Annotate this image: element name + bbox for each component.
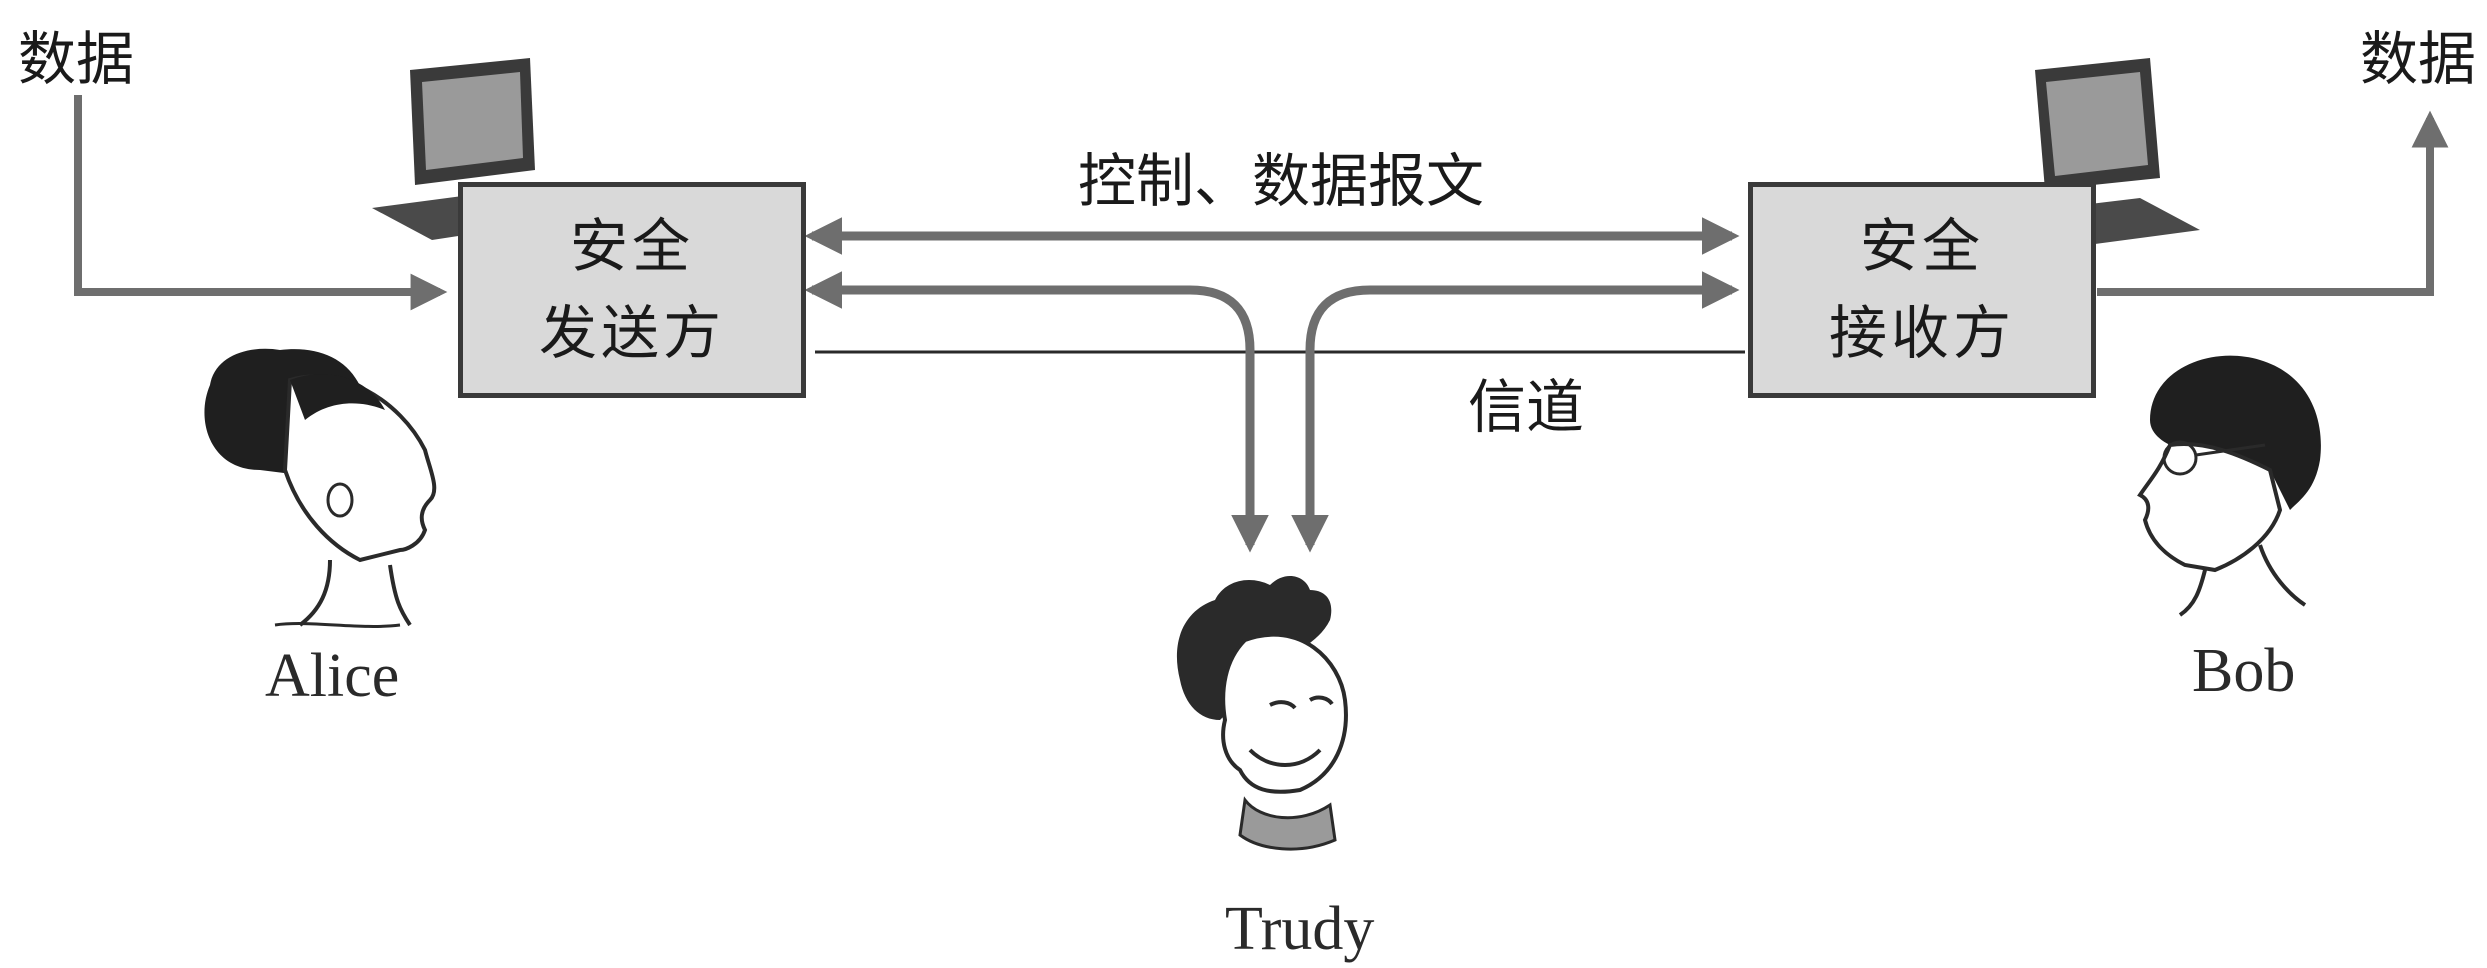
- sender-line2: 发送方: [538, 299, 725, 367]
- receiver-line2: 接收方: [1828, 299, 2015, 367]
- alice-illustration: [204, 348, 437, 628]
- secure-receiver-box: 安全 接收方: [1748, 182, 2096, 398]
- alice-name: Alice: [265, 642, 400, 710]
- trudy-name: Trudy: [1225, 895, 1375, 963]
- receiver-line1: 安全: [1859, 212, 1984, 280]
- channel-label: 信道: [1468, 373, 1585, 441]
- messages-label: 控制、数据报文: [1078, 147, 1485, 215]
- sender-line1: 安全: [569, 212, 694, 280]
- eavesdrop-arrow-right: [1291, 271, 1740, 553]
- bob-illustration: [2137, 355, 2321, 617]
- data-input-label: 数据: [18, 25, 135, 93]
- trudy-illustration: [1176, 575, 1348, 851]
- eavesdrop-arrow-left: [804, 271, 1269, 553]
- data-out-arrow: [2097, 110, 2449, 296]
- data-in-arrow: [74, 95, 448, 311]
- bob-name: Bob: [2192, 637, 2296, 705]
- secure-sender-box: 安全 发送方: [458, 182, 806, 398]
- data-output-label: 数据: [2360, 25, 2477, 93]
